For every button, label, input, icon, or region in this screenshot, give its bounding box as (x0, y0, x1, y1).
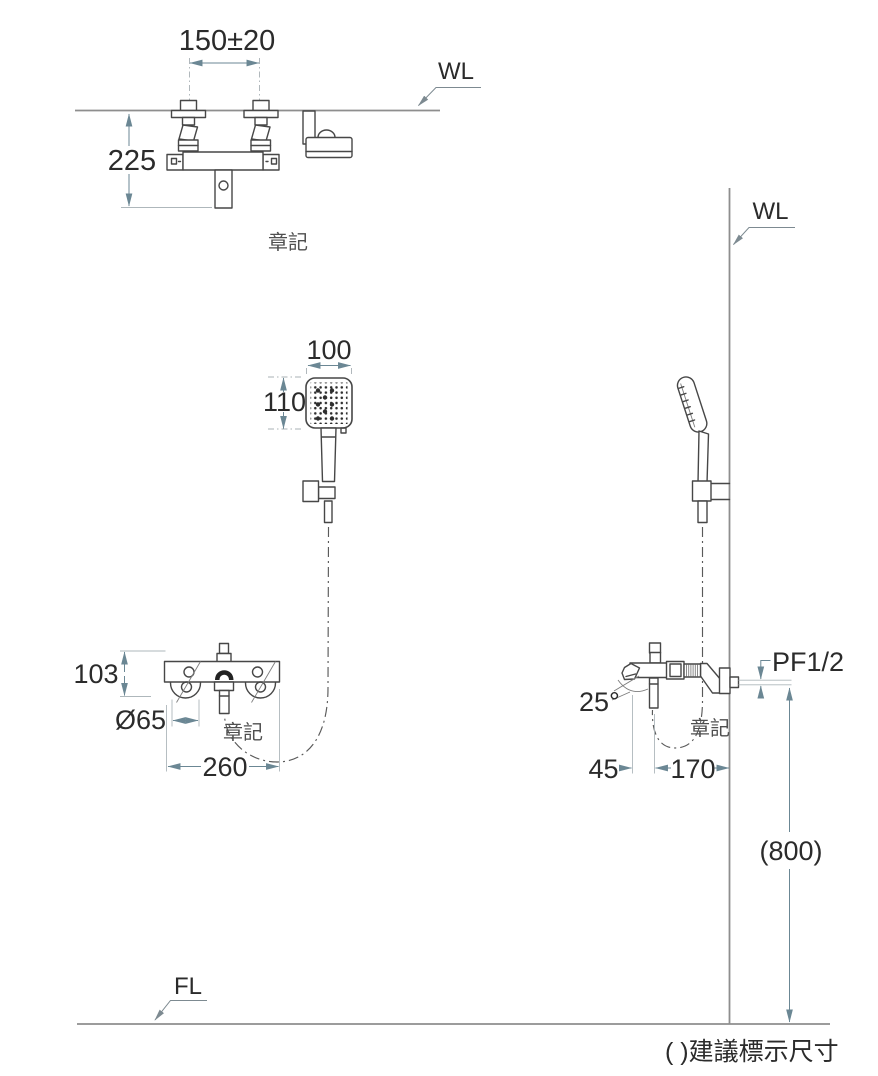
hand-shower-side (676, 376, 731, 524)
svg-text:Ø65: Ø65 (115, 705, 166, 735)
dim-valve-wall-depth: 170 (654, 714, 730, 784)
mixer-valve-front (163, 642, 281, 715)
supply-connector-right (243, 99, 279, 152)
dim-escutcheon-diameter: Ø65 (115, 699, 200, 735)
shower-hose-side (651, 527, 704, 749)
dim-suggested-height: (800) (759, 687, 823, 1023)
wall-line-side-label: WL (753, 198, 789, 225)
floor-line-label: FL (174, 973, 202, 1000)
svg-text:(800): (800) (759, 836, 822, 866)
svg-text:45: 45 (588, 754, 618, 784)
dim-thread-size: PF1/2 (738, 647, 844, 699)
top-view: WL 150±20 225 (75, 25, 481, 254)
wall-line-top-label: WL (438, 58, 474, 85)
brand-side-label: 章記 (690, 717, 730, 740)
brand-top-label: 章記 (268, 231, 308, 254)
wl-side-leader (732, 227, 795, 246)
svg-text:150±20: 150±20 (179, 25, 276, 57)
svg-text:103: 103 (73, 659, 118, 689)
dim-supply-center-distance: 150±20 (179, 25, 276, 100)
dim-spout-angle: 25° (579, 687, 620, 717)
svg-text:225: 225 (108, 145, 156, 177)
svg-text:PF1/2: PF1/2 (772, 647, 844, 677)
dim-valve-height: 103 (73, 650, 166, 697)
svg-text:170: 170 (670, 754, 715, 784)
wl-top-leader (417, 87, 481, 107)
dim-head-length: 110 (263, 376, 306, 430)
diverter-plan (302, 110, 353, 159)
dim-head-width: 100 (306, 335, 352, 377)
svg-text:260: 260 (202, 752, 247, 782)
fl-leader (154, 1000, 207, 1021)
footnote: ( )建議標示尺寸 (665, 1038, 839, 1066)
dim-spout-offset: 45 (588, 695, 633, 784)
svg-text:110: 110 (263, 387, 306, 417)
svg-text:100: 100 (306, 335, 351, 365)
hand-shower-front (302, 377, 353, 524)
dim-valve-width: 260 (166, 689, 280, 782)
supply-connector-left (170, 99, 207, 152)
floor: FL (77, 973, 830, 1025)
shower-hose-front (223, 526, 330, 763)
dim-top-view-depth: 225 (108, 113, 212, 208)
brand-front-label: 章記 (223, 721, 263, 744)
valve-body-plan (166, 151, 280, 209)
front-view: 100 110 (73, 335, 353, 782)
mixer-valve-side (611, 642, 740, 709)
side-view: WL (579, 188, 844, 1024)
